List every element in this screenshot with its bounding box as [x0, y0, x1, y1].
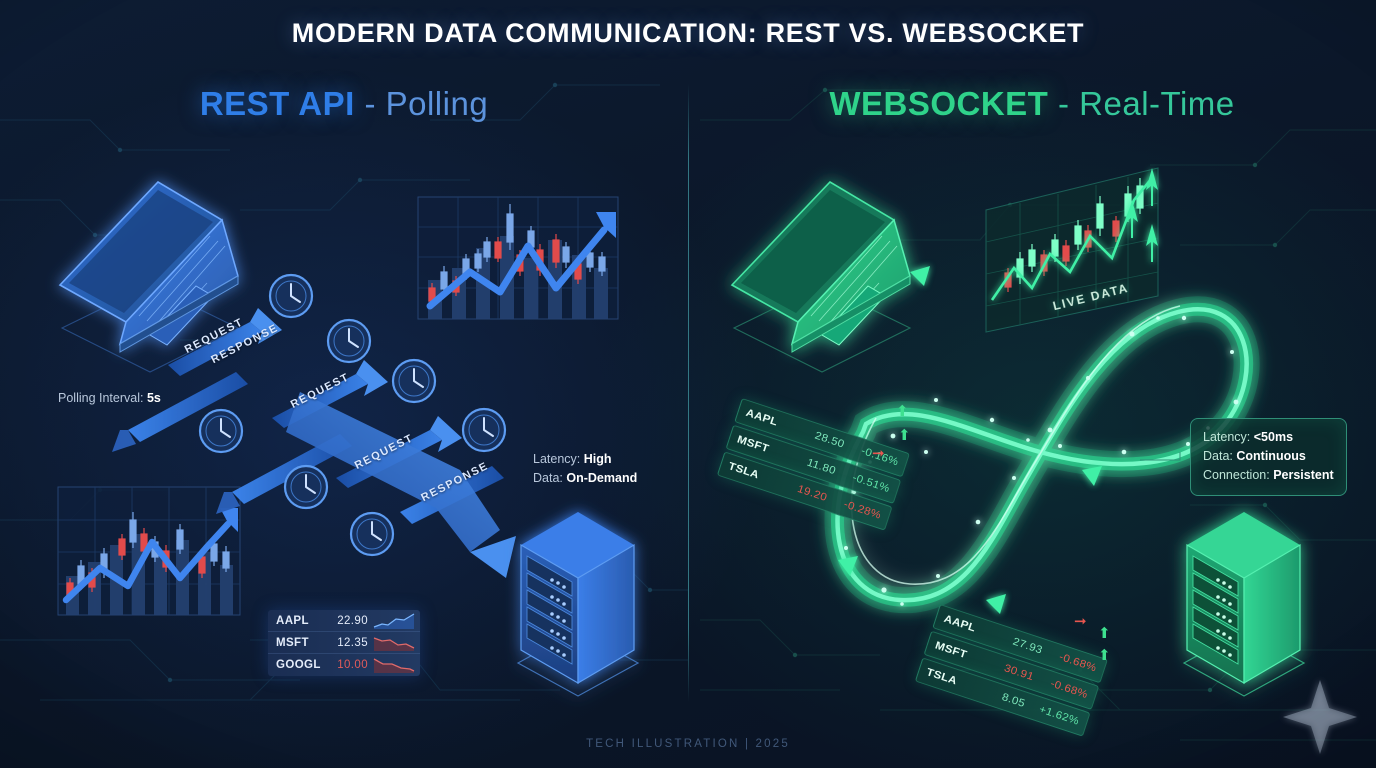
rest-stat-data: Data: On-Demand [533, 469, 637, 488]
panel-divider [688, 84, 689, 702]
sparkline-down-icon [373, 658, 415, 673]
rest-stat-latency: Latency: High [533, 450, 637, 469]
rest-data-label: Data: [533, 471, 563, 485]
ticker-symbol: MSFT [276, 636, 309, 649]
ticker-symbol: TSLA [726, 460, 761, 482]
arrow-up-icon: ⬆ [896, 403, 909, 420]
ticker-symbol: AAPL [276, 614, 309, 627]
sparkline-up-icon [373, 612, 415, 629]
arrow-down-icon: ➞ [1074, 613, 1087, 630]
arrow-up-icon: ⬆ [1098, 647, 1111, 664]
table-row[interactable]: GOOGL 10.00 [268, 654, 420, 676]
ticker-symbol: MSFT [735, 433, 771, 456]
ticker-symbol: GOOGL [276, 659, 321, 671]
ws-data-label: Data: [1203, 449, 1233, 463]
ticker-value: 10.00 [337, 659, 368, 671]
rest-data-value: On-Demand [566, 471, 638, 485]
ticker-symbol: TSLA [924, 666, 959, 688]
rest-title-light: - Polling [364, 85, 489, 122]
rest-panel-title: REST API - Polling [0, 85, 688, 123]
arrow-up-icon: ⬆ [1098, 625, 1111, 642]
ws-data-value: Continuous [1236, 449, 1306, 463]
ws-stat-data: Data: Continuous [1203, 447, 1334, 466]
page-title: MODERN DATA COMMUNICATION: REST VS. WEBS… [291, 18, 1085, 48]
ticker-value: 22.90 [337, 614, 368, 627]
ws-stat-latency: Latency: <50ms [1203, 428, 1334, 447]
footer-credit: TECH ILLUSTRATION | 2025 [586, 738, 790, 750]
sparkline-down-icon [373, 636, 415, 651]
ticker-symbol: MSFT [933, 639, 969, 662]
rest-latency-value: High [583, 452, 612, 466]
websocket-panel-title: WEBSOCKET - Real-Time [688, 85, 1376, 123]
ws-latency-label: Latency: [1203, 430, 1251, 444]
polling-interval-label: Polling Interval: [58, 391, 144, 405]
arrow-down-icon: ➞ [872, 445, 885, 462]
rest-stats: Latency: High Data: On-Demand [533, 450, 637, 488]
table-row[interactable]: AAPL 22.90 [268, 610, 420, 632]
ws-connection-label: Connection: [1203, 468, 1270, 482]
rest-stock-ticker[interactable]: AAPL 22.90 MSFT 12.35 GOOGL 10.00 [268, 610, 420, 676]
websocket-info-box: Latency: <50ms Data: Continuous Connecti… [1190, 418, 1347, 496]
arrow-up-icon: ⬆ [898, 427, 911, 444]
rest-title-strong: REST API [199, 85, 355, 122]
ws-stat-connection: Connection: Persistent [1203, 466, 1334, 485]
rest-latency-label: Latency: [533, 452, 581, 466]
table-row[interactable]: MSFT 12.35 [268, 632, 420, 654]
ws-title-strong: WEBSOCKET [829, 85, 1049, 122]
ws-latency-value: <50ms [1253, 430, 1294, 444]
ws-connection-value: Persistent [1273, 468, 1334, 482]
polling-interval-value: 5s [146, 391, 161, 405]
ws-title-light: - Real-Time [1058, 85, 1235, 122]
ticker-value: 12.35 [337, 636, 368, 649]
polling-interval-note: Polling Interval: 5s [58, 389, 161, 408]
